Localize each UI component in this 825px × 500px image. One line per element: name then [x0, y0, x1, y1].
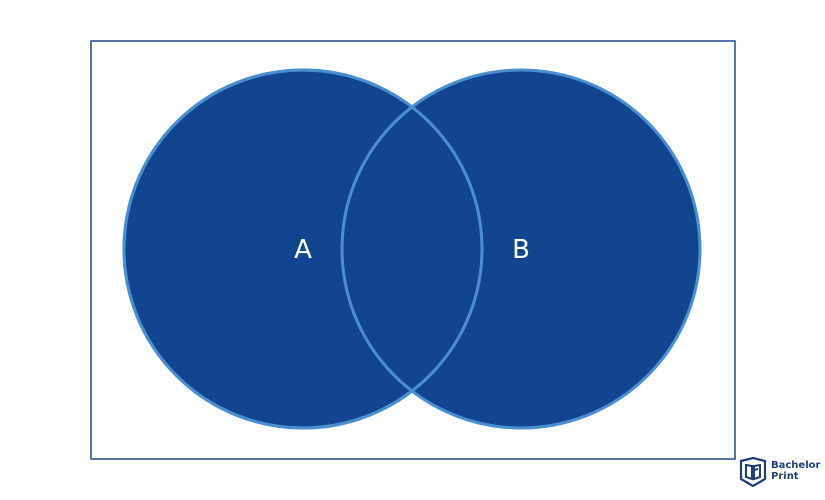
universe-frame	[90, 40, 736, 460]
set-b-label: B	[512, 235, 530, 265]
set-b-circle[interactable]	[340, 68, 702, 430]
logo-line-1: Bachelor	[771, 460, 821, 471]
set-a-outline	[122, 68, 484, 430]
logo-text: Bachelor Print	[771, 460, 820, 482]
logo-line-2: Print	[771, 471, 799, 482]
bachelorprint-logo: Bachelor Print	[738, 457, 820, 487]
set-a-label: A	[294, 235, 312, 265]
book-icon	[739, 457, 767, 487]
